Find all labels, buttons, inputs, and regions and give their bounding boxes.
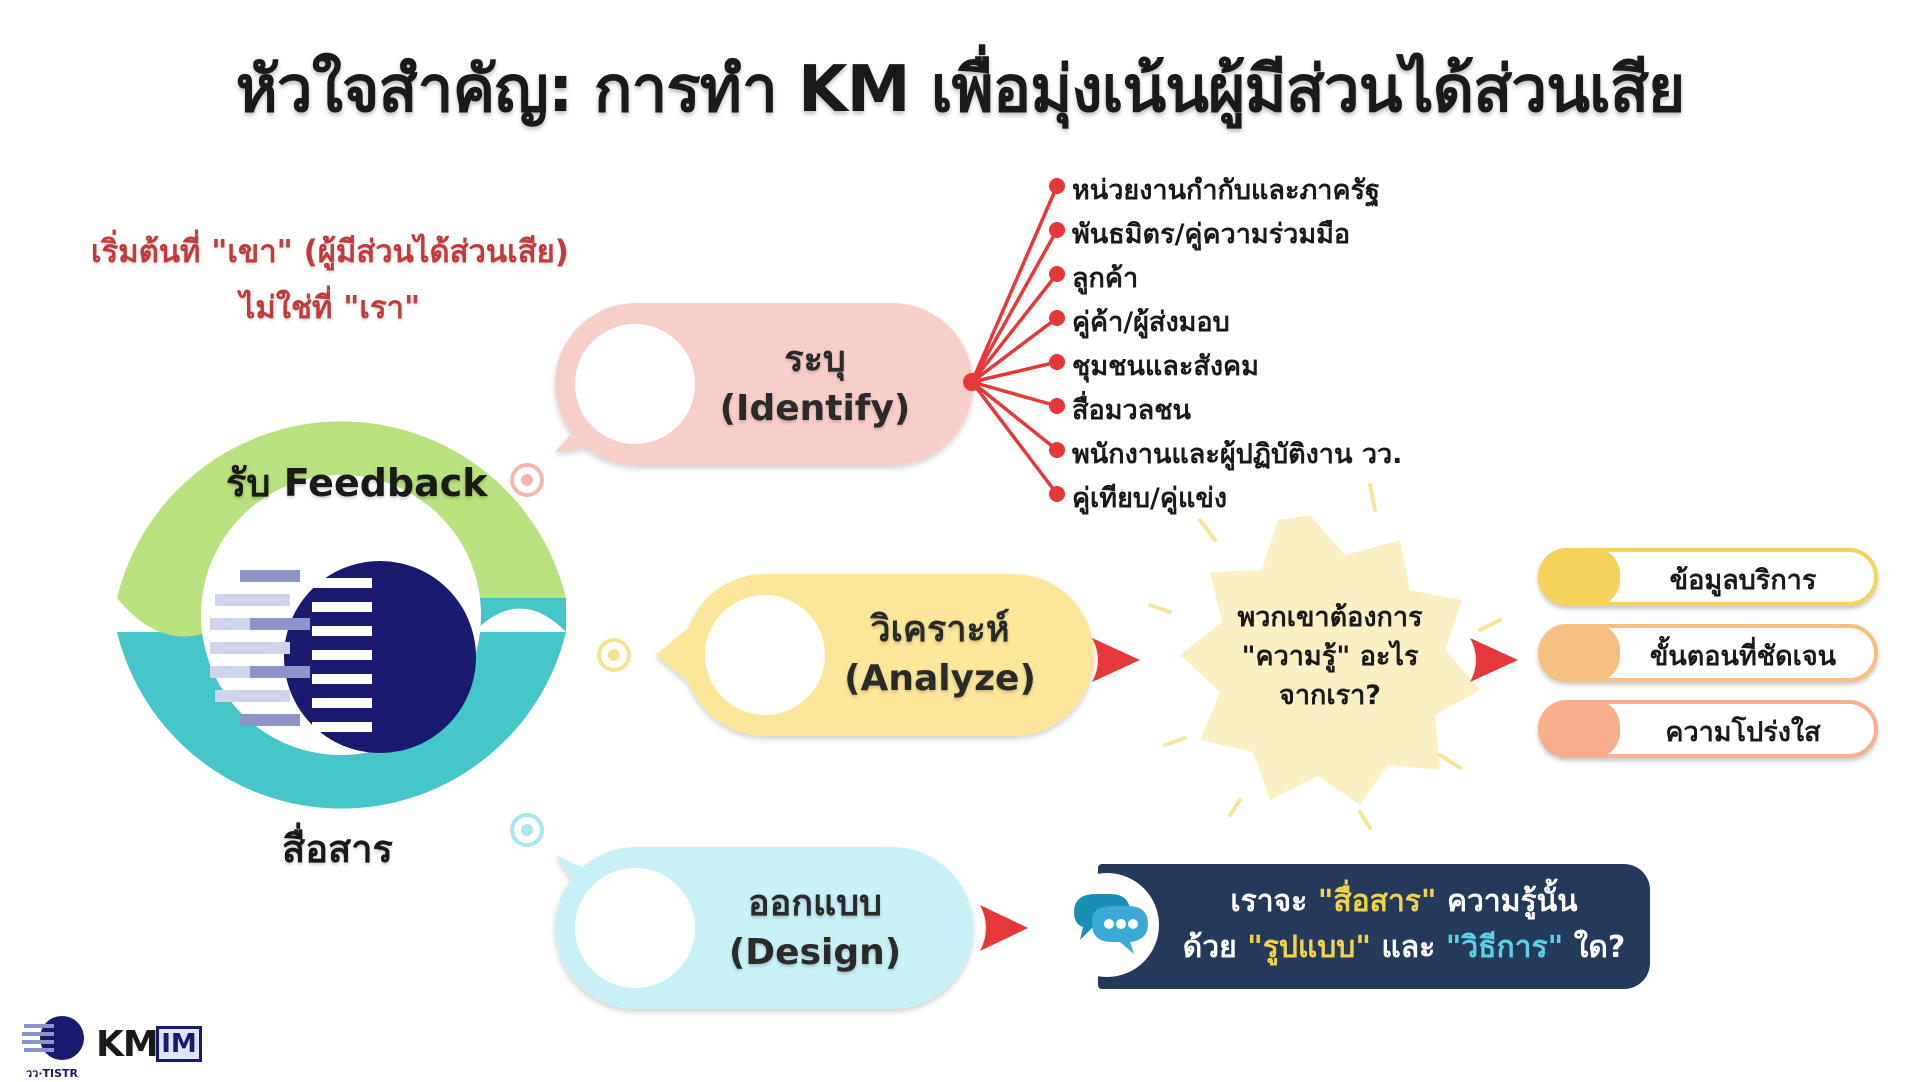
design-label-th: ออกแบบ [748,883,882,924]
outcome-label: ความโปร่งใส [1665,717,1821,748]
tistr-logo-icon [22,1016,84,1060]
target-dot-identify [510,463,544,497]
dq-text: ใด? [1563,930,1626,965]
design-bubble [555,847,973,1009]
analyze-bubble [656,574,1094,736]
analyze-label-en: (Analyze) [844,657,1036,699]
target-dot-design [510,813,544,847]
dq-highlight-method: "วิธีการ" [1445,930,1564,965]
chat-bubble-icon [1055,873,1159,977]
stakeholder-bullets [1049,178,1065,502]
design-question-line-1: เราจะ "สื่อสาร" ความรู้นั้น [1098,878,1650,925]
page-title: หัวใจสำคัญ: การทำ KM เพื่อมุ่งเน้นผู้มีส… [235,53,1686,127]
arrow-icon-analyze [1092,638,1140,682]
need-burst [1148,483,1502,830]
outcome-pill-cap [1538,548,1620,606]
target-dot-analyze [597,638,631,672]
stakeholder-fan [970,185,1059,496]
ring-wave-bottom [474,598,566,632]
stakeholder-item: พันธมิตร/คู่ความร่วมมือ [1072,219,1351,250]
design-label-en: (Design) [728,931,902,973]
ring-label-feedback: รับ Feedback [226,461,488,505]
emblem-icon [210,561,476,753]
intro-line-1: เริ่มต้นที่ "เขา" (ผู้มีส่วนได้ส่วนเสีย) [91,234,569,270]
design-question-line-2: ด้วย "รูปแบบ" และ "วิธีการ" ใด? [1098,924,1650,971]
analyze-label-th: วิเคราะห์ [870,609,1010,650]
outcome-label: ข้อมูลบริการ [1669,565,1817,596]
identify-label-en: (Identify) [719,387,911,429]
analyze-label: วิเคราะห์ (Analyze) [830,606,1050,703]
stakeholder-item: ชุมชนและสังคม [1072,351,1259,382]
identify-label: ระบุ (Identify) [705,336,925,433]
fan-origin-dot [963,373,981,391]
arrow-icon-outcomes [1470,638,1518,682]
stakeholder-item: พนักงานและผู้ปฏิบัติงาน วว. [1072,439,1403,470]
identify-label-th: ระบุ [784,339,846,380]
stakeholder-item: หน่วยงานกำกับและภาครัฐ [1072,175,1380,206]
stakeholder-item: ลูกค้า [1072,263,1139,294]
tistr-logo-text: วว·TISTR [26,1067,79,1080]
dq-text: และ [1370,930,1446,965]
need-line-3: จากเรา? [1279,680,1381,712]
ring-label-communicate: สื่อสาร [282,827,393,871]
stakeholder-item: คู่ค้า/ผู้ส่งมอบ [1072,307,1230,338]
stakeholder-item: สื่อมวลชน [1072,395,1191,426]
dq-text: เราจะ [1230,884,1318,919]
km-logo: KM [96,1024,159,1065]
need-line-2: "ความรู้" อะไร [1241,641,1419,673]
outcome-pill: ความโปร่งใส [1538,700,1878,758]
stakeholder-item: คู่เทียบ/คู่แข่ง [1072,483,1228,514]
need-line-1: พวกเขาต้องการ [1237,602,1423,633]
ring-wave [117,598,208,637]
dq-highlight-communicate: "สื่อสาร" [1317,884,1437,919]
outcome-label: ขั้นตอนที่ชัดเจน [1649,641,1837,672]
dq-text: ความรู้นั้น [1436,884,1578,919]
intro-line-2: ไม่ใช่ที่ "เรา" [239,290,421,326]
dq-highlight-format: "รูปแบบ" [1247,930,1371,965]
outcome-pill: ขั้นตอนที่ชัดเจน [1538,624,1878,682]
dq-text: ด้วย [1182,930,1248,965]
identify-bubble [555,303,973,465]
arrow-icon-design [980,905,1028,951]
outcome-pill-cap [1538,700,1620,758]
design-question-box [1098,864,1650,989]
outcome-pill-cap [1538,624,1620,682]
need-question: พวกเขาต้องการ "ความรู้" อะไร จากเรา? [1195,598,1465,715]
im-logo: IM [156,1026,202,1062]
outcome-pill: ข้อมูลบริการ [1538,548,1878,606]
design-label: ออกแบบ (Design) [705,880,925,977]
